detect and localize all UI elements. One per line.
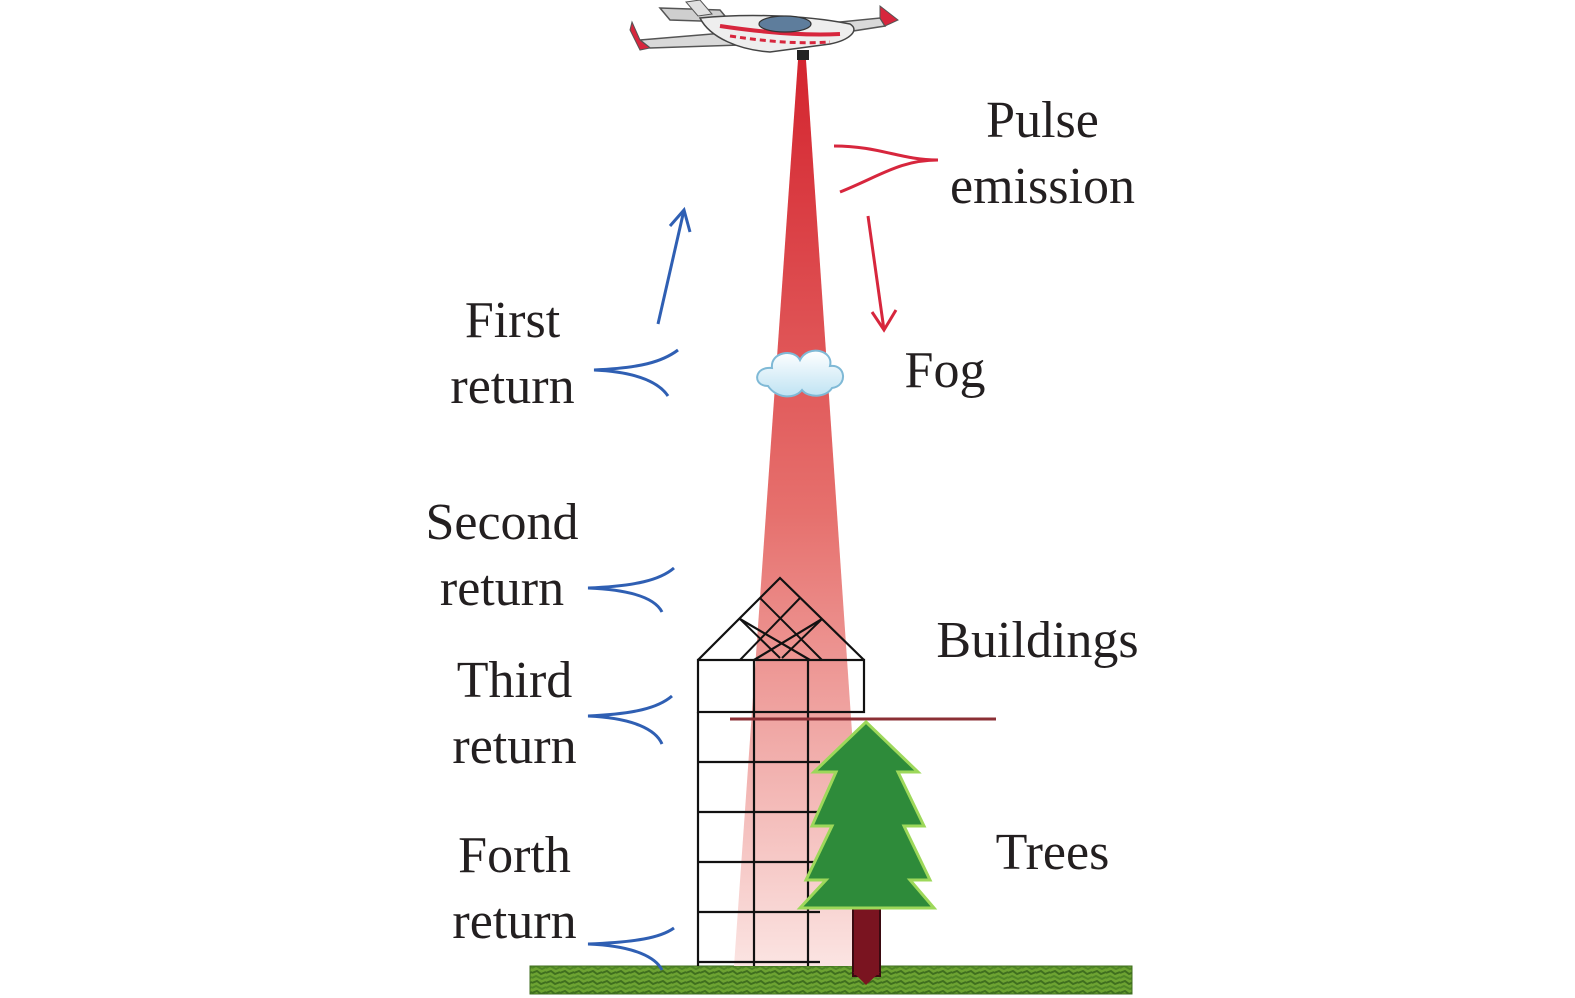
third-return-symbol bbox=[587, 694, 673, 745]
pulse-emission-symbol bbox=[833, 144, 939, 333]
label-buildings-text: Buildings bbox=[936, 612, 1139, 669]
label-second-return-line1: Second bbox=[425, 494, 579, 551]
label-first-return: First return bbox=[430, 288, 595, 420]
label-trees-text: Trees bbox=[995, 824, 1110, 881]
label-forth-return: Forth return bbox=[432, 823, 597, 955]
label-second-return: Second return bbox=[412, 490, 592, 622]
label-third-return: Third return bbox=[432, 648, 597, 780]
label-trees: Trees bbox=[985, 820, 1120, 886]
label-first-return-line2: return bbox=[450, 358, 575, 415]
label-forth-return-line2: return bbox=[452, 893, 577, 950]
second-return-symbol bbox=[587, 566, 675, 613]
roof-lattice bbox=[739, 597, 823, 661]
label-pulse-emission-line2: emission bbox=[950, 158, 1135, 215]
label-first-return-line1: First bbox=[464, 292, 561, 349]
label-pulse-emission-line1: Pulse bbox=[986, 92, 1099, 149]
label-forth-return-line1: Forth bbox=[458, 827, 571, 884]
first-return-symbol bbox=[593, 206, 692, 397]
label-third-return-line1: Third bbox=[456, 652, 573, 709]
pine-tree-icon bbox=[796, 719, 938, 985]
label-buildings: Buildings bbox=[925, 608, 1150, 674]
label-fog: Fog bbox=[895, 338, 995, 404]
ground bbox=[529, 965, 1133, 995]
label-third-return-line2: return bbox=[452, 718, 577, 775]
forth-return-symbol bbox=[587, 926, 675, 971]
label-second-return-line2: return bbox=[439, 560, 565, 617]
building-icon bbox=[696, 576, 866, 966]
laser-beam bbox=[734, 60, 868, 966]
label-fog-text: Fog bbox=[904, 342, 986, 399]
cloud-icon bbox=[756, 349, 844, 398]
label-pulse-emission: Pulse emission bbox=[940, 88, 1145, 220]
airplane-icon bbox=[629, 0, 899, 60]
